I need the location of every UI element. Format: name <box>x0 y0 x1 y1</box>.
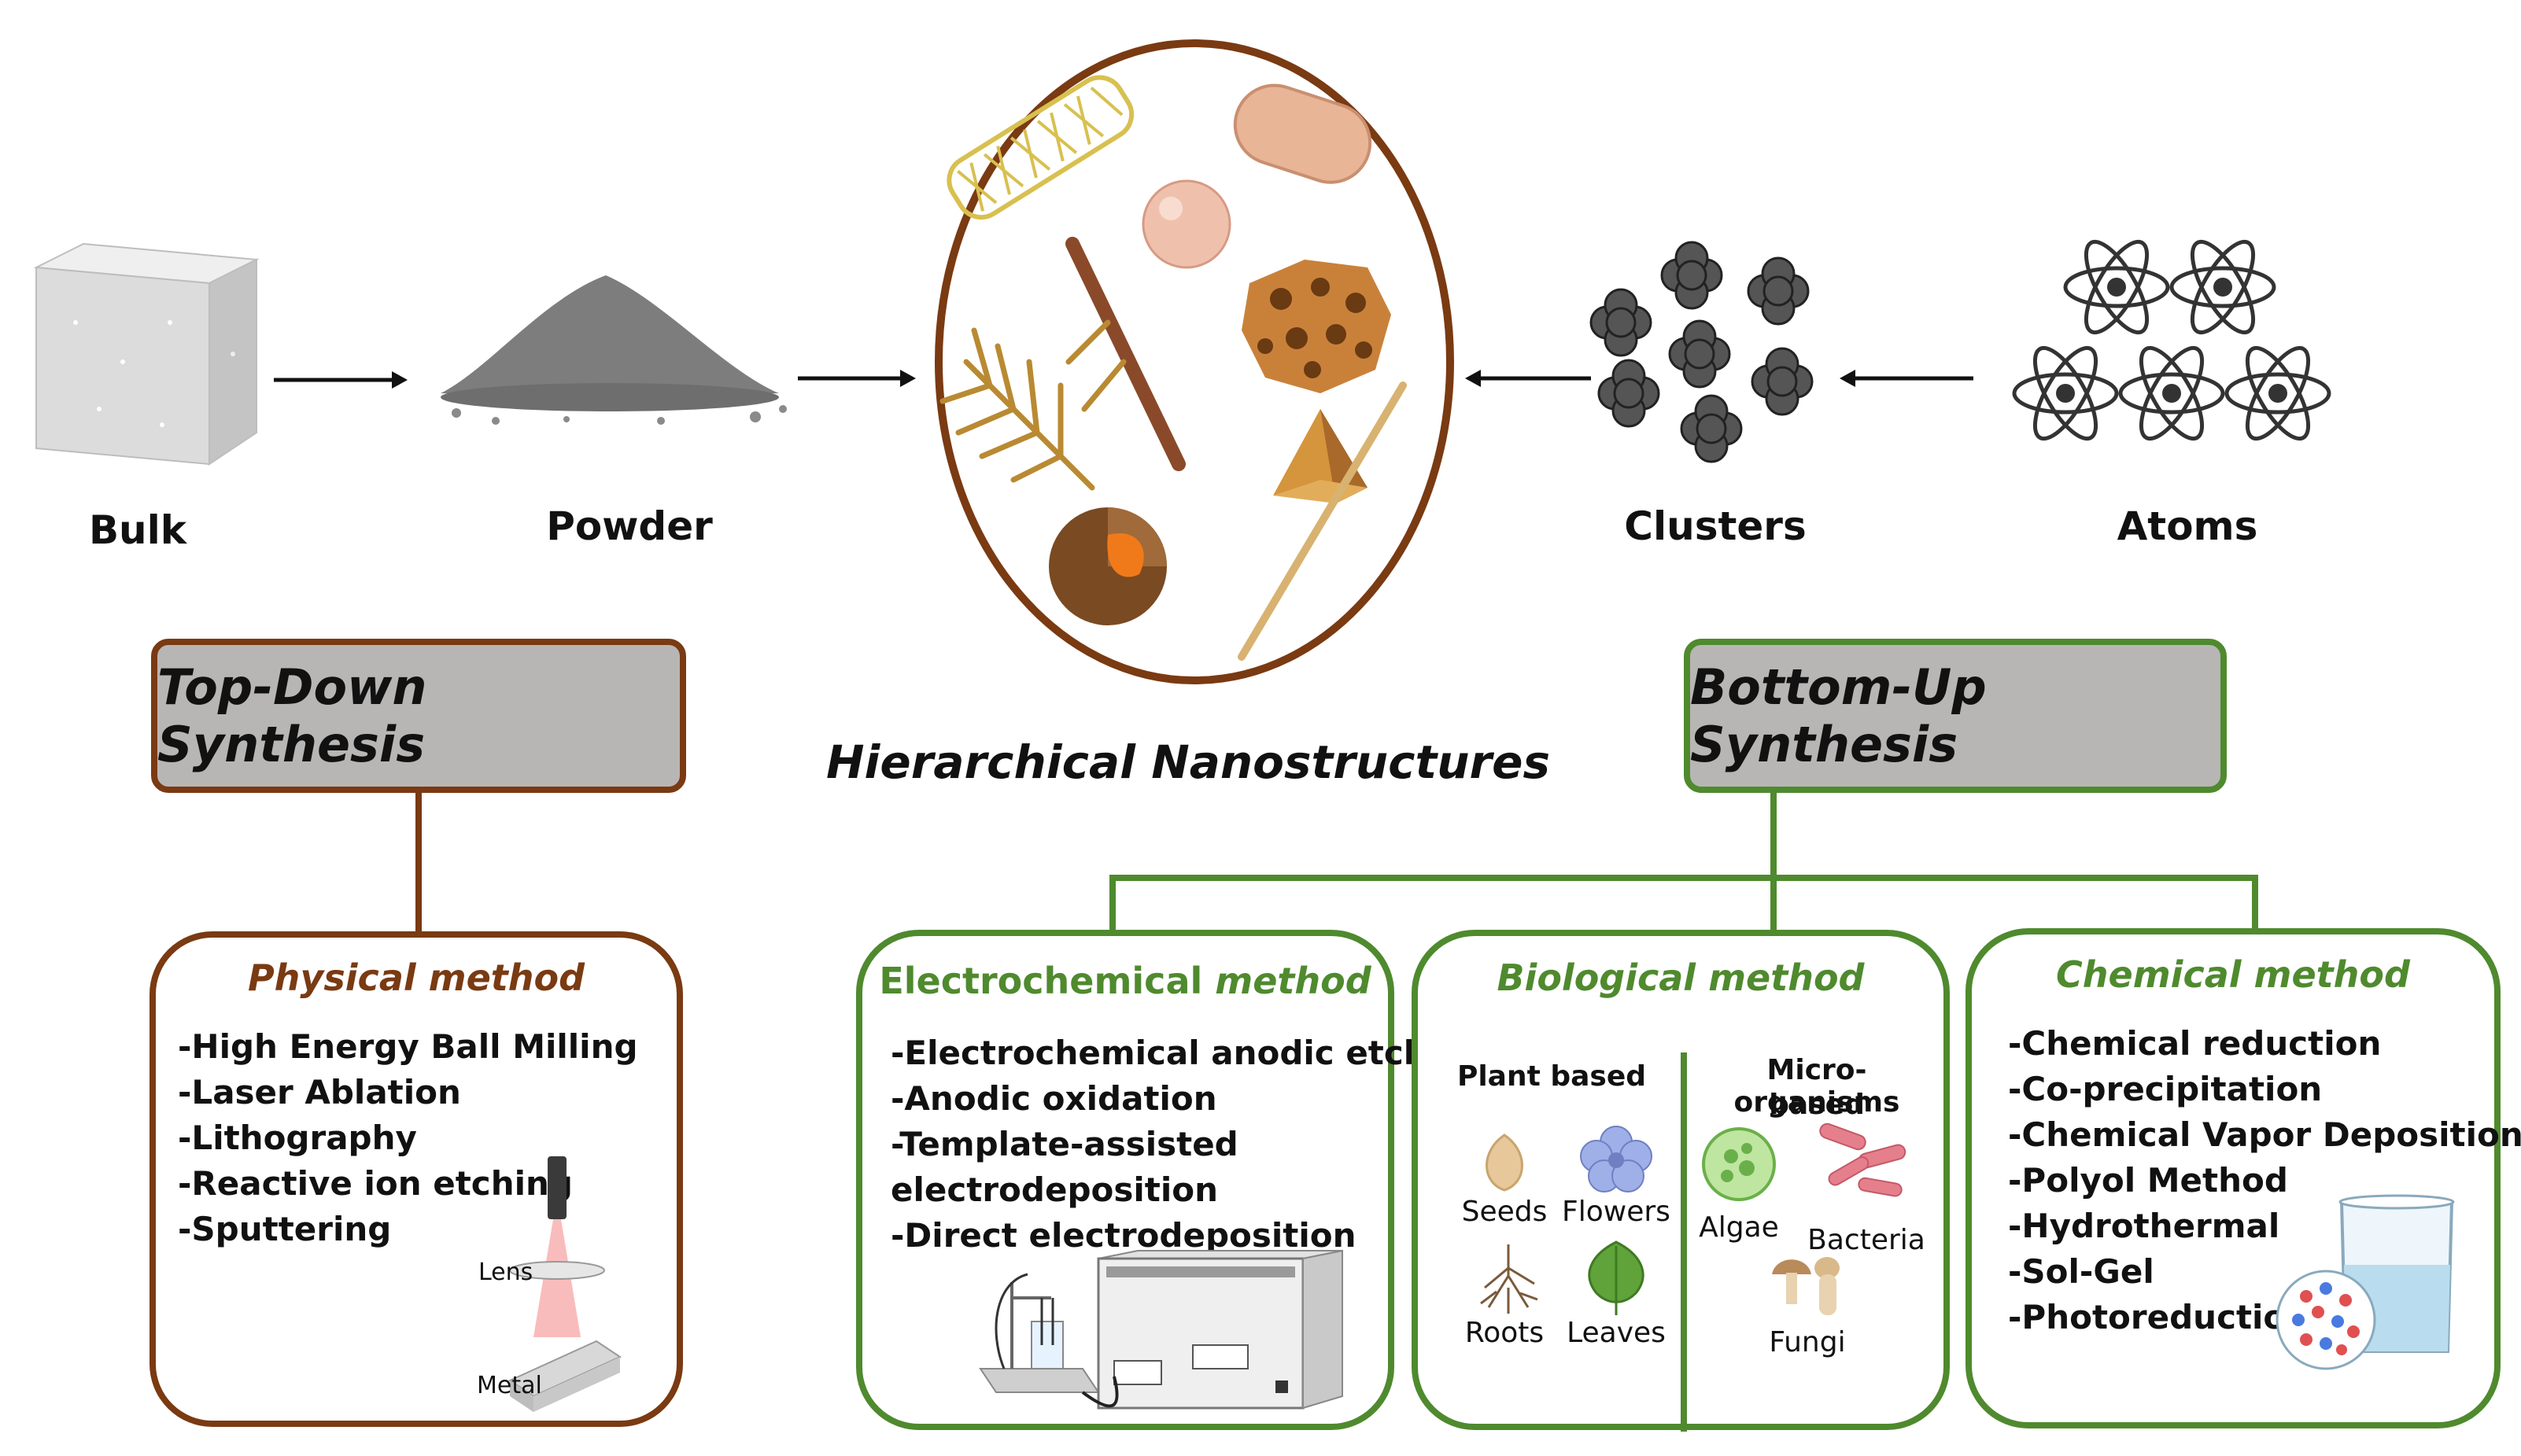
micro-organisms-header-1: Micro-organisms <box>1733 1054 1900 1119</box>
list-item: -Lithography <box>178 1119 417 1157</box>
top-down-title: Top-Down Synthesis <box>151 639 686 793</box>
leaf-icon <box>1588 1240 1644 1315</box>
biological-method-box: Biological method Plant based Micro-orga… <box>1412 930 1950 1432</box>
arrow-left-icon <box>1840 370 1973 387</box>
core-shell-icon <box>1049 507 1167 625</box>
list-item: -Hydrothermal <box>2008 1207 2280 1245</box>
list-item: -Co-precipitation <box>2008 1070 2323 1108</box>
electrochemical-method-title: Electrochemical method <box>862 960 1388 1002</box>
bulk-cube-icon <box>33 242 260 466</box>
potentiostat-icon <box>979 1249 1343 1410</box>
dendrite-icon <box>939 319 1127 491</box>
list-item: -Sol-Gel <box>2008 1252 2154 1291</box>
powder-pile-icon <box>441 275 787 425</box>
clusters-icon <box>1589 241 1814 463</box>
flowers-label: Flowers <box>1562 1196 1670 1228</box>
fungi-label: Fungi <box>1769 1326 1846 1358</box>
arrow-right-icon <box>274 371 408 389</box>
chemical-method-list: -Chemical reduction -Co-precipitation -C… <box>2008 1021 2521 1340</box>
list-item: -Chemical reduction <box>2008 1024 2382 1063</box>
electrochemical-title-b: method <box>1215 960 1371 1002</box>
bottom-up-connector-left <box>1109 875 1116 930</box>
top-down-connector <box>415 793 422 931</box>
bacteria-label: Bacteria <box>1807 1224 1925 1256</box>
bottom-up-title: Bottom-Up Synthesis <box>1684 639 2227 793</box>
leaves-label: Leaves <box>1567 1317 1666 1349</box>
nanowire-icon <box>1238 382 1407 661</box>
list-item: -Photoreduction <box>2008 1298 2310 1336</box>
physical-method-title: Physical method <box>247 957 585 999</box>
seeds-label: Seeds <box>1461 1196 1548 1228</box>
electrochemical-method-box: Electrochemical method -Electrochemical … <box>856 930 1486 1430</box>
biological-divider <box>1681 1052 1687 1432</box>
porous-nanostructure-icon <box>1242 260 1391 393</box>
electrochemical-title-a: Electrochemical <box>879 960 1216 1002</box>
roots-label: Roots <box>1464 1317 1545 1349</box>
electrochemical-method-list: -Electrochemical anodic etching -Anodic … <box>891 1030 1486 1259</box>
physical-method-box: Physical method -High Energy Ball Millin… <box>149 931 683 1427</box>
list-item: electrodeposition <box>891 1170 1219 1209</box>
biological-method-title: Biological method <box>1497 957 1865 999</box>
metal-label: Metal <box>477 1372 542 1399</box>
roots-icon <box>1480 1244 1538 1314</box>
fungi-icon <box>1772 1257 1840 1315</box>
list-item: -Laser Ablation <box>178 1073 461 1111</box>
nanoparticle-sphere-icon <box>2276 1270 2376 1370</box>
nanotube-icon <box>947 75 1135 220</box>
chemical-method-box: Chemical method -Chemical reduction -Co-… <box>1965 928 2521 1428</box>
seed-icon <box>1486 1133 1523 1192</box>
atoms-icon <box>2010 228 2341 464</box>
bulk-label: Bulk <box>88 507 187 553</box>
center-label: Hierarchical Nanostructures <box>825 735 1551 789</box>
algae-icon <box>1702 1127 1776 1201</box>
laser-ablation-icon <box>508 1156 622 1412</box>
chemical-method-title: Chemical method <box>2056 953 2410 996</box>
nanorod-icon <box>1065 237 1186 471</box>
list-item: -Reactive ion etching <box>178 1164 573 1203</box>
bottom-up-connector-right <box>2252 875 2258 930</box>
plant-based-header: Plant based <box>1456 1060 1647 1093</box>
list-item: -Template-assisted <box>891 1125 1238 1163</box>
flower-icon <box>1580 1126 1652 1192</box>
list-item: -Chemical Vapor Deposition <box>2008 1115 2521 1154</box>
clusters-label: Clusters <box>1624 503 1807 549</box>
arrow-left-icon <box>1465 370 1591 387</box>
arrow-right-icon <box>798 370 916 387</box>
nanosphere-icon <box>1142 179 1231 269</box>
list-item: -Electrochemical anodic etching <box>891 1034 1486 1072</box>
list-item: -Anodic oxidation <box>891 1079 1217 1118</box>
bacteria-icon <box>1819 1122 1906 1197</box>
nanocapsule-icon <box>1233 83 1372 184</box>
bottom-up-connector-stem <box>1770 793 1777 881</box>
atoms-label: Atoms <box>2117 503 2258 549</box>
micro-organisms-header-2: based <box>1769 1089 1865 1121</box>
list-item: -Sputtering <box>178 1210 392 1248</box>
bottom-up-connector-bar <box>1109 875 2258 881</box>
powder-label: Powder <box>546 503 713 549</box>
list-item: -Direct electrodeposition <box>891 1216 1356 1255</box>
algae-label: Algae <box>1699 1211 1779 1244</box>
bottom-up-connector-mid <box>1770 875 1777 930</box>
list-item: -High Energy Ball Milling <box>178 1027 638 1066</box>
list-item: -Polyol Method <box>2008 1161 2288 1200</box>
beaker-icon <box>2338 1194 2455 1353</box>
lens-label: Lens <box>478 1259 533 1286</box>
physical-method-list: -High Energy Ball Milling -Laser Ablatio… <box>178 1024 638 1252</box>
nanostructures-oval <box>935 39 1454 684</box>
